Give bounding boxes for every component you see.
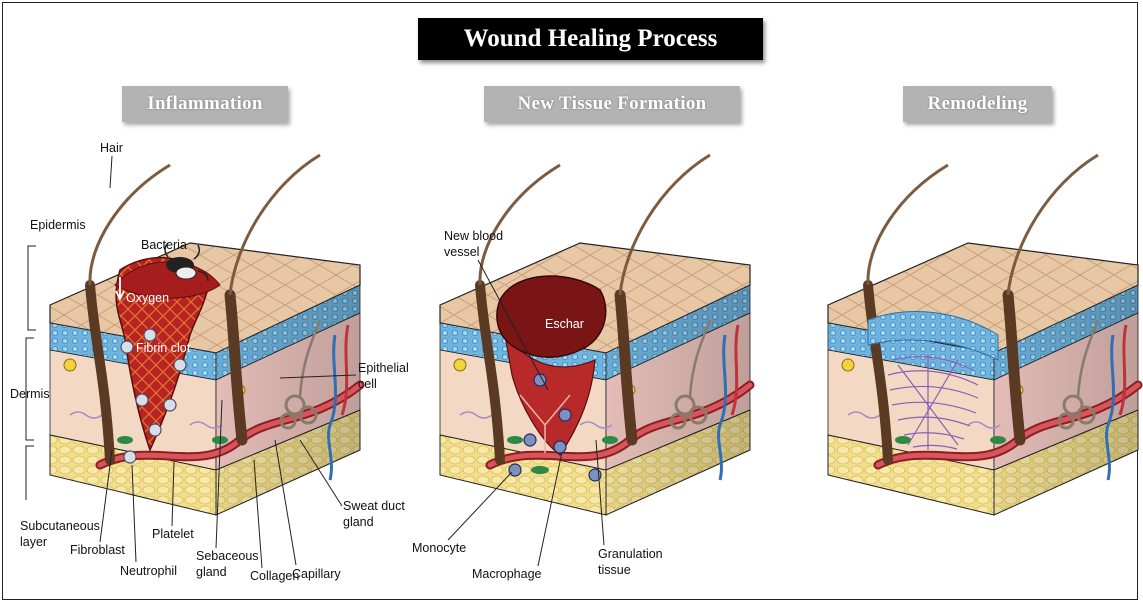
label-platelet: Platelet (152, 527, 194, 541)
label-granulation-2: tissue (598, 563, 631, 577)
label-granulation-1: Granulation (598, 547, 663, 561)
label-eschar: Eschar (545, 317, 584, 331)
label-epidermis: Epidermis (30, 218, 86, 232)
label-sebaceous-2: gland (196, 565, 227, 579)
label-subcutaneous-1: Subcutaneous (20, 519, 100, 533)
label-neutrophil: Neutrophil (120, 564, 177, 578)
label-capillary: Capillary (292, 567, 341, 581)
label-sebaceous-1: Sebaceous (196, 549, 259, 563)
label-hair: Hair (100, 141, 123, 155)
label-oxygen: Oxygen (126, 291, 169, 305)
panel-new-tissue (440, 155, 750, 515)
label-macrophage: Macrophage (472, 567, 542, 581)
label-epithelial-2: cell (358, 377, 377, 391)
label-dermis: Dermis (10, 387, 50, 401)
label-fibrin-clot: Fibrin clot (136, 341, 191, 355)
label-new-vessel-2: vessel (444, 245, 479, 259)
label-epithelial-1: Epithelial (358, 361, 409, 375)
panel-remodeling (828, 155, 1138, 515)
label-sweat-2: gland (343, 515, 374, 529)
label-sweat-1: Sweat duct (343, 499, 405, 513)
label-fibroblast: Fibroblast (70, 543, 125, 557)
label-subcutaneous-2: layer (20, 535, 47, 549)
label-new-vessel-1: New blood (444, 229, 503, 243)
label-bacteria: Bacteria (141, 238, 187, 252)
label-monocyte: Monocyte (412, 541, 466, 555)
